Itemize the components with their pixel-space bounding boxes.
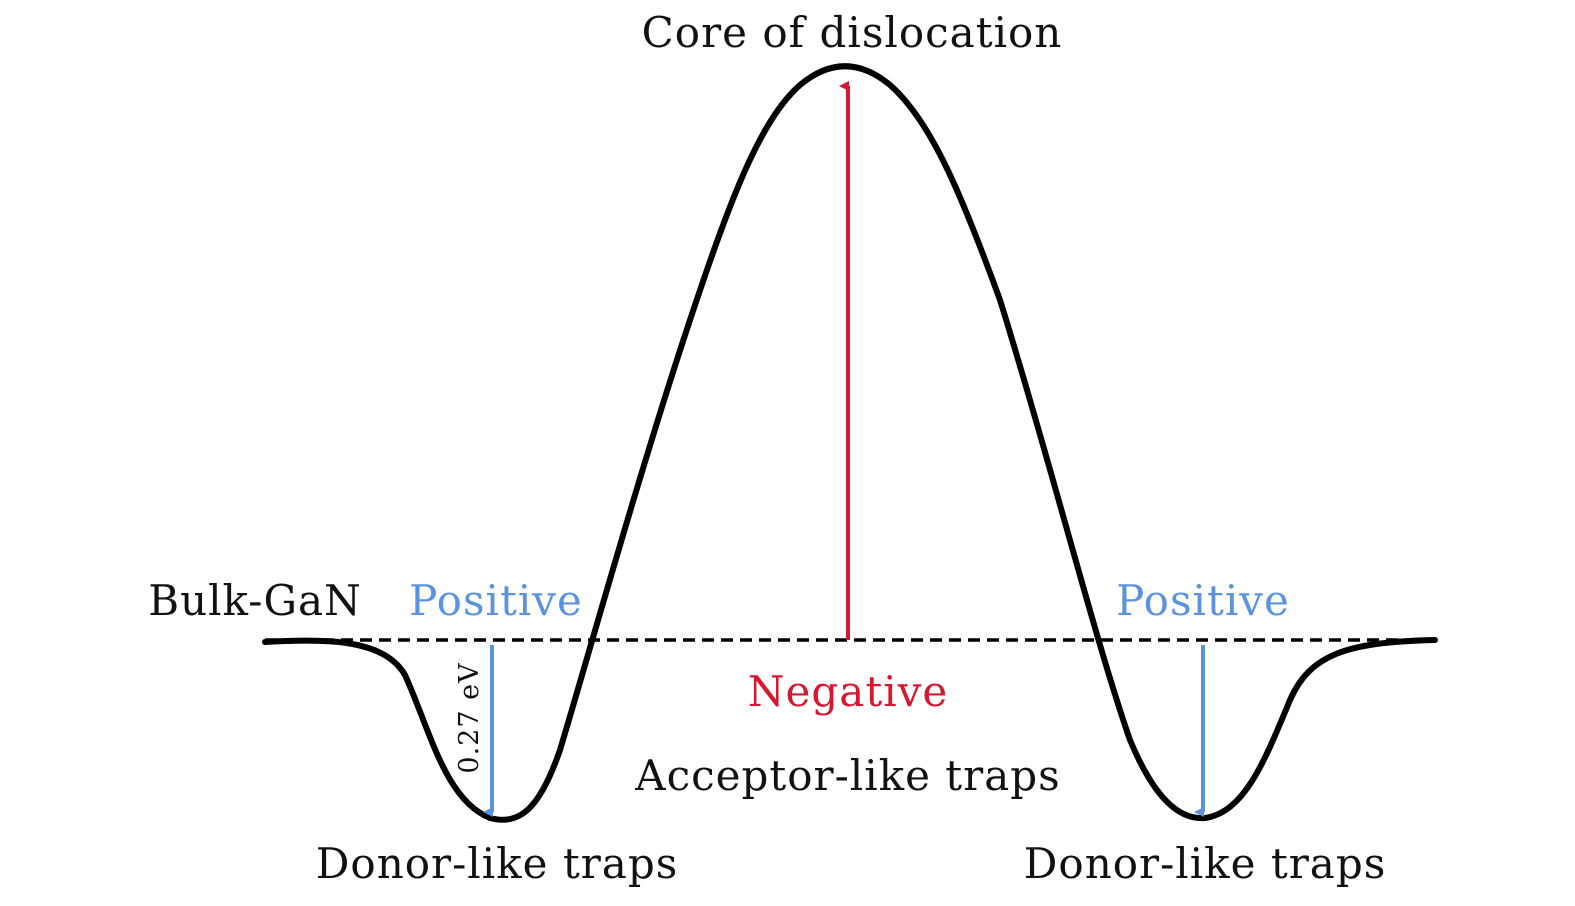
donor-traps-label-right: Donor-like traps: [1024, 839, 1387, 888]
core-label: Core of dislocation: [642, 8, 1063, 57]
donor-traps-label-left: Donor-like traps: [316, 839, 679, 888]
positive-label-left: Positive: [409, 576, 583, 625]
positive-label-right: Positive: [1116, 576, 1290, 625]
energy-gap-label: 0.27 eV: [454, 662, 485, 773]
band-curve: [262, 63, 1438, 823]
negative-label: Negative: [748, 667, 948, 716]
bulk-gan-label: Bulk-GaN: [148, 576, 362, 625]
acceptor-traps-label: Acceptor-like traps: [634, 751, 1061, 800]
